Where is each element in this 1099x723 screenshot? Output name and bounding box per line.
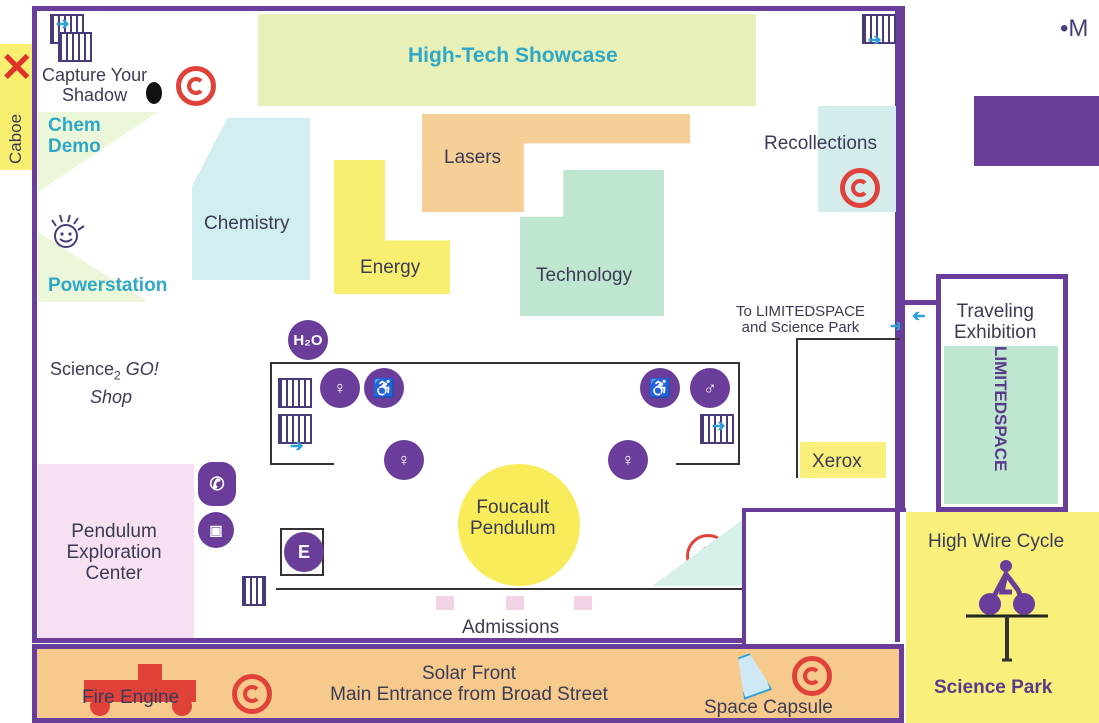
- zone-limitedspace[interactable]: [944, 346, 1058, 504]
- phone-icon: ✆: [198, 462, 236, 506]
- high-wire-cycle-label: High Wire Cycle: [928, 531, 1065, 552]
- traveling-exhibition-label: Traveling Exhibition: [954, 301, 1037, 343]
- fire-engine-icon: [78, 660, 208, 723]
- restroom-core-bottom-right: [676, 463, 740, 465]
- energy-label: Energy: [360, 257, 421, 278]
- lockers-icon: ▣: [198, 512, 234, 548]
- arrow-icon: ➔: [868, 32, 882, 49]
- main-building: [32, 6, 900, 642]
- science-shop-label: Science2 GO!: [50, 359, 159, 383]
- shop-label: Shop: [90, 387, 133, 407]
- womens-restroom-icon: ♀: [320, 368, 360, 408]
- traveling-exhibition-wall: [900, 300, 938, 305]
- accessible-icon: ♿: [364, 368, 404, 408]
- stairs-icon: [58, 32, 92, 62]
- powerstation-label: Powerstation: [48, 275, 168, 296]
- stairs-icon: [242, 576, 266, 606]
- lasers-label: Lasers: [444, 147, 502, 168]
- xerox-room-wall: [796, 338, 900, 478]
- capture-shadow-label: Capture Your Shadow: [42, 65, 148, 105]
- restroom-core: [270, 362, 740, 464]
- corridor-east-wall: [900, 306, 905, 512]
- exhibit-swirl-icon: [840, 168, 880, 208]
- admission-gate-1: [436, 596, 454, 610]
- technology-label: Technology: [536, 265, 633, 286]
- zone-xerox[interactable]: [800, 442, 886, 478]
- legend-bar: [974, 96, 1099, 166]
- arrow-icon: ➔: [290, 438, 304, 455]
- arrow-icon: ➔: [56, 16, 70, 33]
- recollections-label: Recollections: [764, 133, 877, 154]
- high-wire-cycle-icon: [962, 556, 1052, 671]
- womens-restroom-icon: ♀: [384, 440, 424, 480]
- admission-gate-2: [506, 596, 524, 610]
- lobby-east-ledge: [742, 508, 906, 512]
- caboose-zone[interactable]: Caboe: [0, 44, 32, 170]
- admission-gate-3: [574, 596, 592, 610]
- arrow-left-icon: ➔: [912, 308, 926, 325]
- fire-engine-label: Fire Engine: [82, 687, 180, 708]
- east-wall: [900, 6, 905, 306]
- science-park-label: Science Park: [934, 677, 1053, 698]
- stairs-icon: [278, 378, 312, 408]
- restroom-core-bottom-left: [270, 463, 334, 465]
- foucault-label: Foucault Pendulum: [470, 497, 556, 539]
- lobby-east-wall: [742, 510, 746, 644]
- xerox-label: Xerox: [812, 451, 862, 472]
- high-tech-label: High-Tech Showcase: [408, 44, 618, 67]
- limitedspace-label: LIMITEDSPACE: [991, 346, 1010, 472]
- lobby-south-wall: [32, 638, 746, 643]
- closed-x-icon: ✕: [0, 46, 34, 90]
- stairs-icon: [278, 414, 312, 444]
- smiley-sun-icon: [46, 212, 86, 252]
- stairs-icon: [862, 14, 896, 44]
- legend-fragment: •M: [1060, 15, 1089, 42]
- pendulum-center-label: Pendulum Exploration Center: [66, 521, 162, 584]
- admissions-label: Admissions: [462, 617, 560, 638]
- admissions-counter: [276, 588, 742, 590]
- elevator-icon[interactable]: E: [284, 532, 324, 572]
- accessible-icon: ♿: [640, 368, 680, 408]
- zone-high-tech-showcase[interactable]: [258, 14, 756, 106]
- exhibit-swirl-icon: [792, 656, 832, 696]
- exhibit-swirl-icon: [232, 674, 272, 714]
- womens-restroom-icon: ♀: [608, 440, 648, 480]
- chemistry-label: Chemistry: [204, 213, 290, 234]
- mens-restroom-icon: ♂: [690, 368, 730, 408]
- stairs-icon: [700, 414, 734, 444]
- exhibit-swirl-icon: [176, 66, 216, 106]
- zone-pendulum-exploration[interactable]: [38, 464, 194, 642]
- chem-demo-label: Chem Demo: [48, 115, 101, 157]
- caboose-label: Caboe: [6, 113, 25, 164]
- to-limitedspace-label: To LIMITEDSPACE and Science Park: [736, 303, 865, 336]
- water-fountain-icon: H₂O: [288, 320, 328, 360]
- zone-foucault-pendulum[interactable]: [458, 464, 580, 586]
- shadow-footprint-icon: [146, 82, 162, 104]
- solar-front-label: Solar Front Main Entrance from Broad Str…: [330, 663, 608, 705]
- arrow-icon: ➔: [712, 418, 726, 435]
- space-capsule-label: Space Capsule: [704, 697, 833, 718]
